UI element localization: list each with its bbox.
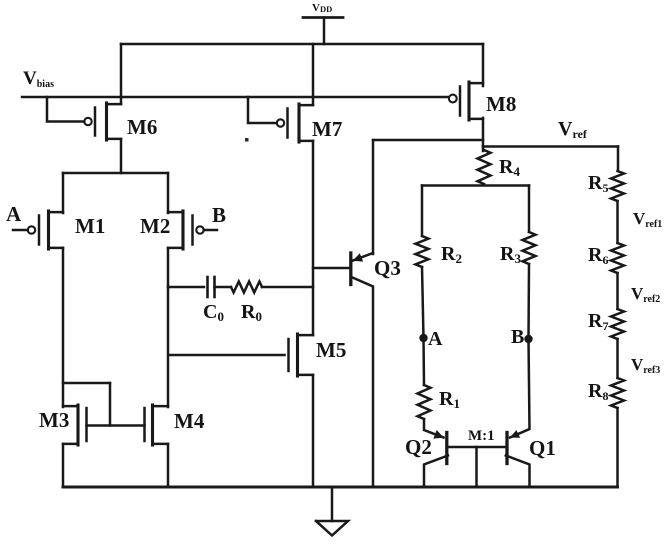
svg-text:A: A xyxy=(6,202,22,226)
svg-text:Q2: Q2 xyxy=(405,435,432,459)
svg-text:R8: R8 xyxy=(588,380,608,403)
svg-text:R3: R3 xyxy=(500,243,521,266)
svg-text:Q1: Q1 xyxy=(529,436,556,460)
svg-text:Vbias: Vbias xyxy=(23,68,54,90)
svg-text:M2: M2 xyxy=(140,214,170,238)
svg-text:Vref3: Vref3 xyxy=(631,355,660,376)
svg-text:M1: M1 xyxy=(75,214,105,238)
svg-text:R6: R6 xyxy=(588,244,608,267)
svg-text:R5: R5 xyxy=(588,172,608,195)
svg-text:Vref2: Vref2 xyxy=(631,284,660,305)
svg-text:M4: M4 xyxy=(174,409,205,433)
svg-text:VDD: VDD xyxy=(312,2,332,14)
svg-text:R1: R1 xyxy=(439,388,460,411)
svg-text:B: B xyxy=(212,203,226,227)
svg-text:R2: R2 xyxy=(441,243,462,266)
svg-text:Vref: Vref xyxy=(558,118,588,141)
svg-text:A: A xyxy=(428,328,443,350)
svg-text:B: B xyxy=(511,326,524,348)
svg-text:M8: M8 xyxy=(486,92,516,116)
svg-text:R0: R0 xyxy=(241,301,262,324)
svg-text:M3: M3 xyxy=(39,408,69,432)
svg-text:R7: R7 xyxy=(588,310,608,333)
svg-text:R4: R4 xyxy=(499,156,520,179)
svg-text:M5: M5 xyxy=(316,338,346,362)
svg-text:M:1: M:1 xyxy=(468,428,495,444)
svg-text:Q3: Q3 xyxy=(374,256,401,280)
svg-text:Vref1: Vref1 xyxy=(633,209,662,230)
svg-text:M6: M6 xyxy=(127,115,157,139)
svg-text:C0: C0 xyxy=(203,301,224,324)
svg-text:M7: M7 xyxy=(312,117,342,141)
